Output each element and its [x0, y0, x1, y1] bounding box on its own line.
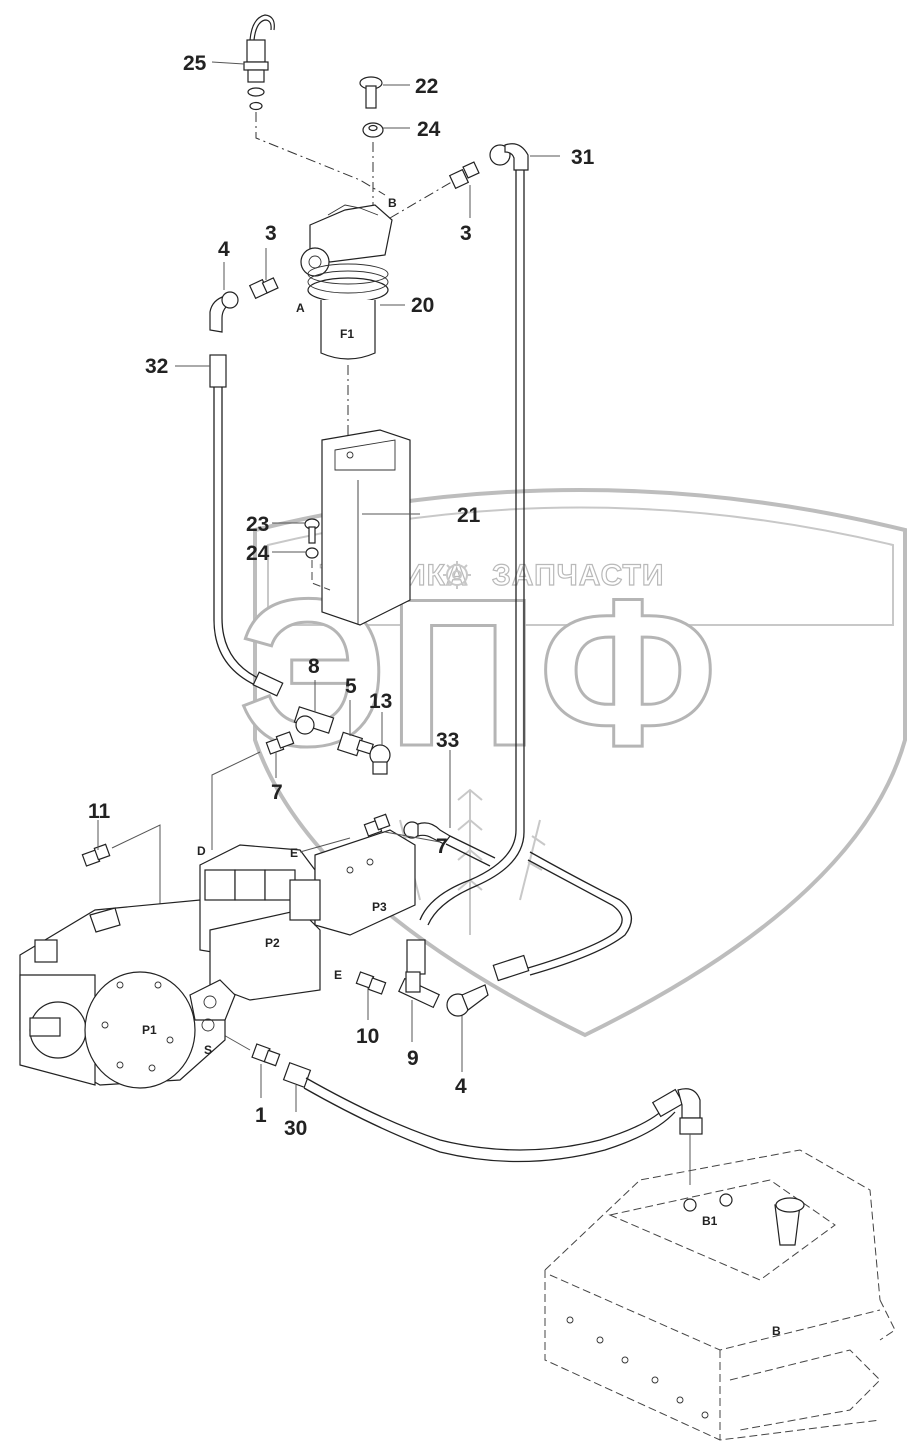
callout-20[interactable]: 20: [411, 294, 434, 317]
port-label-B: B: [388, 196, 397, 210]
part-sensor-25[interactable]: [243, 14, 275, 111]
port-label-E-bottom: E: [334, 968, 342, 982]
callouts: 25 22 24 31 3 3 4 20 32 23 21 24 8 5 13 …: [88, 52, 595, 1140]
callout-10[interactable]: 10: [356, 1025, 379, 1048]
part-elbow-13[interactable]: [369, 744, 391, 775]
callout-33[interactable]: 33: [436, 729, 459, 752]
port-label-B1: B1: [702, 1214, 718, 1228]
callout-4-bottom[interactable]: 4: [455, 1075, 467, 1098]
part-bracket-21[interactable]: [321, 429, 411, 626]
port-label-A: A: [296, 301, 305, 315]
callout-32[interactable]: 32: [145, 355, 168, 378]
part-fitting-7-lower[interactable]: [363, 813, 391, 837]
callout-25[interactable]: 25: [183, 52, 207, 75]
part-bolt-23[interactable]: [304, 518, 320, 544]
leader-filter-to-fitting3: [389, 179, 456, 219]
part-adapter-5[interactable]: [336, 731, 374, 757]
port-label-P1: P1: [142, 1023, 157, 1037]
callout-3-right[interactable]: 3: [460, 222, 472, 245]
port-label-D: D: [197, 844, 206, 858]
leader-bolt23-to-bracket: [311, 560, 331, 591]
part-tee-8[interactable]: [293, 706, 335, 735]
part-pump-assembly[interactable]: [19, 829, 416, 1089]
leader-fitting11-to-pump: [111, 824, 161, 905]
gear-icon: [443, 561, 471, 589]
callout-leaders: [97, 61, 560, 1112]
part-tee-9[interactable]: [398, 971, 440, 1009]
callout-8[interactable]: 8: [308, 655, 320, 678]
part-hose-31[interactable]: [406, 143, 529, 975]
watermark-text-right: ЗАПЧАСТИ: [492, 559, 664, 592]
part-washer-24-lower[interactable]: [305, 547, 319, 559]
part-fitting-1[interactable]: [251, 1043, 281, 1067]
part-fitting-11[interactable]: [81, 843, 111, 867]
leader-E-top: [299, 837, 351, 853]
watermark-wheat: [394, 788, 546, 935]
part-hose-32[interactable]: [209, 354, 284, 697]
callout-21[interactable]: 21: [457, 504, 481, 527]
port-label-P3: P3: [372, 900, 387, 914]
callout-11[interactable]: 11: [88, 800, 111, 823]
callout-30[interactable]: 30: [284, 1117, 307, 1140]
port-label-S: S: [204, 1043, 212, 1057]
leader-sensor-to-filter: [255, 112, 386, 196]
part-fitting-3-right[interactable]: [448, 161, 480, 190]
part-fitting-3-left[interactable]: [248, 277, 279, 300]
callout-22[interactable]: 22: [415, 75, 438, 98]
callout-7-upper[interactable]: 7: [271, 781, 283, 804]
part-filter-20[interactable]: F1: [300, 204, 393, 360]
callout-13[interactable]: 13: [369, 690, 392, 713]
part-elbow-4-bottom[interactable]: [446, 984, 489, 1017]
filter-label-F1: F1: [340, 327, 354, 341]
part-hose-30[interactable]: [282, 1062, 703, 1163]
port-label-P2: P2: [265, 936, 280, 950]
callout-1[interactable]: 1: [255, 1104, 267, 1127]
part-fitting-7-upper[interactable]: [265, 731, 295, 755]
callout-5[interactable]: 5: [345, 675, 357, 698]
part-elbow-4-top[interactable]: [209, 291, 239, 333]
callout-4-top[interactable]: 4: [218, 238, 230, 261]
callout-24-top[interactable]: 24: [417, 118, 441, 141]
callout-23[interactable]: 23: [246, 513, 269, 536]
callout-7-lower[interactable]: 7: [436, 835, 448, 858]
callout-3-left[interactable]: 3: [265, 222, 277, 245]
part-bolt-22[interactable]: [359, 76, 383, 109]
port-label-B: B: [772, 1324, 781, 1338]
watermark-big-letters: ЭПФ: [238, 555, 718, 790]
callout-31[interactable]: 31: [571, 146, 595, 169]
part-fitting-10[interactable]: [355, 971, 387, 995]
callout-9[interactable]: 9: [407, 1047, 419, 1070]
part-washer-24[interactable]: [362, 122, 384, 138]
part-hydraulic-tank[interactable]: [544, 1149, 896, 1441]
port-label-E-top: E: [290, 846, 298, 860]
leader-fitting7-to-pump: [211, 751, 261, 850]
part-hose-33[interactable]: [403, 821, 632, 982]
callout-24-lower[interactable]: 24: [246, 542, 270, 565]
